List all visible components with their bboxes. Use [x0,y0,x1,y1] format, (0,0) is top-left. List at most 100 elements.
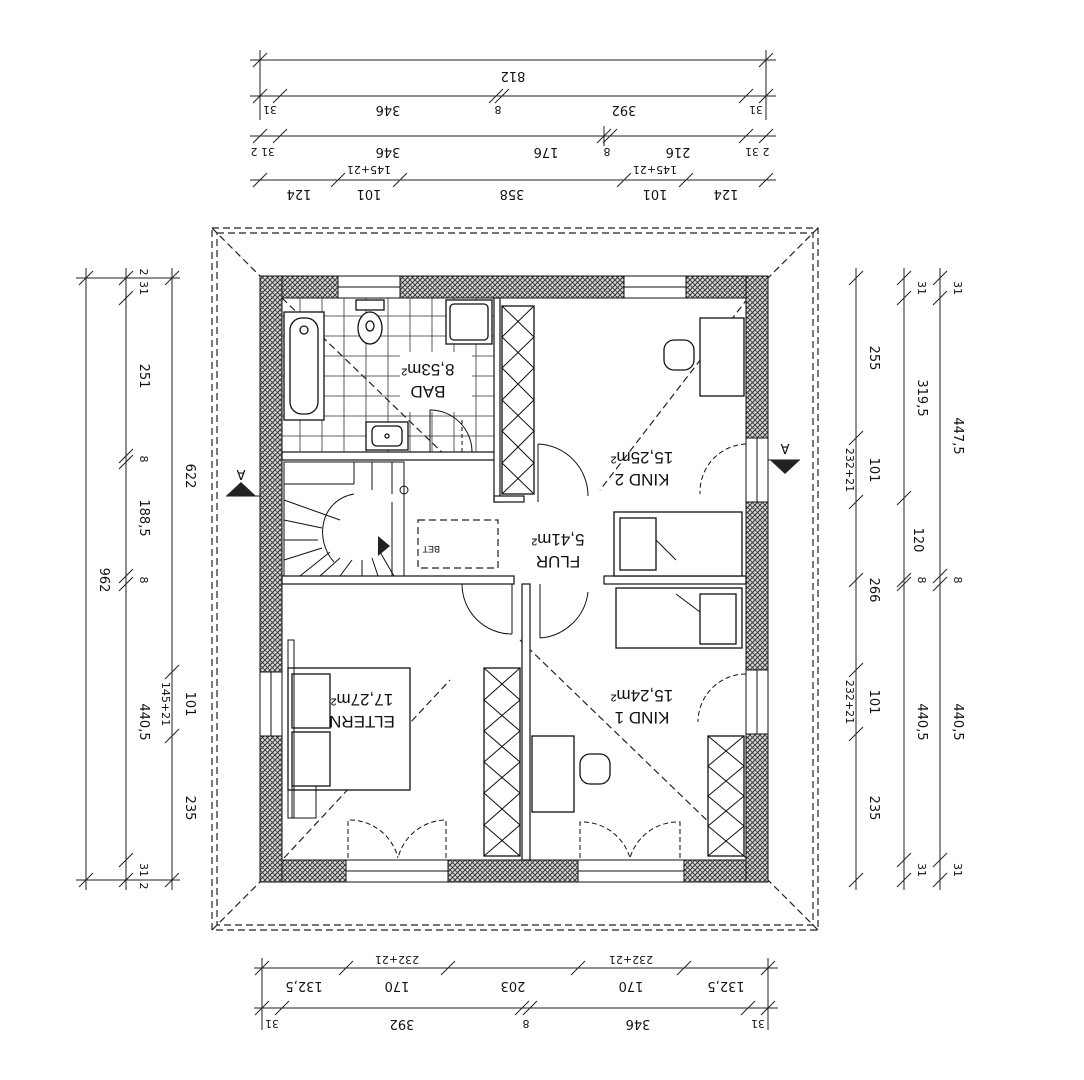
svg-text:124: 124 [287,186,312,201]
svg-text:176: 176 [534,144,559,159]
svg-text:31: 31 [751,1017,765,1030]
svg-text:31: 31 [951,281,964,295]
kind2-door-swing [537,443,589,502]
svg-text:346: 346 [376,102,401,117]
shower [445,299,493,345]
wardrobe-kind2 [501,305,535,495]
svg-text:358: 358 [500,186,525,201]
svg-text:255: 255 [866,346,881,371]
svg-text:2: 2 [137,269,150,276]
svg-text:145+21: 145+21 [159,682,172,726]
svg-text:A: A [236,466,245,481]
room-name-eltern: ELTERN [329,712,395,731]
svg-text:170: 170 [619,978,644,993]
svg-text:232+21: 232+21 [843,680,856,724]
dim-bottom: 132,5 170 232+21 203 170 232+21 132,5 31… [254,953,778,1031]
svg-text:232+21: 232+21 [609,953,653,966]
dim-top: 812 31 346 8 392 31 31 2 346 176 8 216 3… [250,50,776,201]
svg-text:266: 266 [866,578,881,603]
svg-text:8: 8 [137,456,150,463]
dim-left: 962 2 31 251 8 188,5 8 440,5 31 2 622 10… [76,268,197,890]
kind1-door-swing [539,584,589,639]
svg-text:31: 31 [951,863,964,877]
dim-right: 255 232+21 101 120 266 232+21 101 235 31… [843,268,965,890]
svg-text:346: 346 [626,1016,651,1031]
kind1-window-swing-right [697,673,747,723]
svg-text:170: 170 [385,978,410,993]
bath-door-swing [429,409,473,453]
svg-text:145+21: 145+21 [347,163,391,176]
svg-text:A: A [780,440,789,455]
svg-text:319,5: 319,5 [914,379,929,416]
sink [365,421,409,451]
room-area-kind2: 15,25m² [610,448,673,467]
wardrobe-kind1 [707,735,745,857]
svg-text:101: 101 [643,186,668,201]
svg-text:8: 8 [523,1017,530,1030]
svg-text:2: 2 [137,883,150,890]
room-area-eltern: 17,27m² [330,690,393,709]
svg-text:8: 8 [495,103,502,116]
bathtub [283,311,325,421]
svg-text:31: 31 [749,103,763,116]
eltern-door-swing [461,583,513,635]
windows [259,275,769,883]
svg-text:216: 216 [666,144,691,159]
svg-text:8: 8 [137,577,150,584]
desk-kind2 [663,317,745,397]
svg-text:232+21: 232+21 [843,448,856,492]
eltern-window-swings [347,819,447,859]
svg-text:440,5: 440,5 [950,703,965,740]
svg-text:235: 235 [182,796,197,821]
svg-text:31: 31 [915,281,928,295]
interior-walls [281,297,747,861]
svg-text:120: 120 [910,528,925,553]
room-name-bad: BAD [411,382,446,401]
svg-text:31: 31 [265,1017,279,1030]
svg-text:31: 31 [745,145,759,158]
svg-text:962: 962 [96,568,111,593]
svg-text:101: 101 [866,458,881,483]
kind2-window-swing [699,443,747,495]
svg-text:235: 235 [866,796,881,821]
svg-text:31: 31 [263,103,277,116]
svg-text:145+21: 145+21 [633,163,677,176]
svg-text:31: 31 [261,145,275,158]
svg-text:31: 31 [915,863,928,877]
svg-text:232+21: 232+21 [375,953,419,966]
svg-text:622: 622 [182,464,197,489]
wardrobe-eltern [483,667,521,857]
svg-text:132,5: 132,5 [285,978,322,993]
svg-text:2: 2 [763,145,770,158]
roof-outline [211,227,819,931]
svg-text:2: 2 [251,145,258,158]
flur-chest [417,519,499,569]
svg-text:188,5: 188,5 [136,499,151,536]
svg-text:8: 8 [604,145,611,158]
svg-text:101: 101 [182,692,197,717]
room-name-kind1: KIND 1 [615,708,670,727]
room-area-kind1: 15,24m² [610,686,673,705]
svg-text:812: 812 [501,68,526,83]
bed-kind2 [613,511,743,577]
svg-text:392: 392 [390,1016,415,1031]
svg-text:8: 8 [915,577,928,584]
svg-text:132,5: 132,5 [707,978,744,993]
room-area-flur: 5,41m² [531,530,584,549]
kind1-window-swings-bottom [579,821,681,859]
section-marker-left: A [226,466,260,497]
bed-eltern [287,639,411,819]
chest-label: BET [422,544,440,554]
room-name-kind2: KIND 2 [615,470,670,489]
roof-outline-inner [216,232,814,926]
svg-text:346: 346 [376,144,401,159]
room-name-flur: FLUR [536,552,580,571]
svg-text:203: 203 [501,978,526,993]
svg-text:440,5: 440,5 [914,703,929,740]
svg-text:447,5: 447,5 [950,417,965,454]
svg-text:251: 251 [136,364,151,389]
svg-text:31: 31 [137,863,150,877]
svg-text:8: 8 [951,577,964,584]
svg-text:31: 31 [137,281,150,295]
